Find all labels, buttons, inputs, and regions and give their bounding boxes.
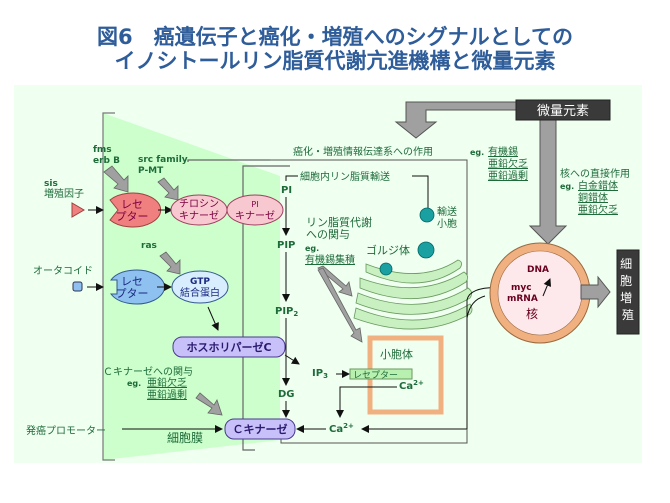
growth-factor-icon: [71, 202, 85, 218]
pi-label: PI: [281, 185, 292, 196]
nucleus-inner: [497, 250, 583, 336]
signal-item-2: 亜鉛欠乏: [488, 157, 528, 170]
nucleus-input-line-2: [466, 295, 486, 429]
membrane-outline-right: [242, 165, 290, 451]
intracellular-transport-label: 細胞内リン脂質輸送: [300, 170, 390, 183]
lipid-eg: eg.: [305, 244, 319, 253]
transport-vesicle-label: 輸送小胞: [437, 205, 457, 230]
er-receptor: [349, 368, 413, 380]
transport-line: [285, 175, 298, 181]
outcome-arrow: [580, 275, 611, 309]
gtp-protein-node: [171, 270, 229, 304]
golgi-label: ゴルジ体: [366, 243, 410, 257]
lipid-arrow-2: [317, 267, 363, 343]
autacoid-label: オータコイド: [33, 265, 93, 277]
transport-return-line: [412, 175, 429, 213]
nucleus-item-1: 白金錯体: [578, 179, 618, 192]
signal-action-label: 癌化・増殖情報伝達系への作用: [293, 145, 433, 158]
fms-arrow: [103, 165, 129, 193]
tyrosine-kinase-label: チロシンキナーゼ: [179, 198, 219, 222]
autacoid-icon: [72, 281, 83, 292]
signal-eg: eg.: [470, 148, 484, 157]
lipid-item: 有機錫集積: [305, 253, 355, 266]
trace-element-label: 微量元素: [537, 104, 589, 119]
growth-factor-label: 増殖因子: [44, 187, 84, 200]
fms-label: fms: [93, 145, 112, 155]
membrane-label: 細胞膜: [167, 431, 203, 445]
transport-vesicle-icon: [419, 207, 435, 223]
receptor1-shape: [109, 192, 162, 228]
ip3-label: IP3: [312, 368, 328, 380]
dna-label: DNA: [527, 265, 549, 275]
pi-kinase-node: [226, 194, 284, 226]
ras-arrow: [159, 251, 181, 275]
receptor2-label: レセプター: [116, 275, 149, 300]
mrna-to-dna-arrow: [542, 278, 552, 297]
myc-label: myc: [511, 283, 532, 293]
c-kinase-node: [224, 418, 296, 440]
dg-label: DG: [278, 389, 295, 400]
vesicle-body-label: 小胞体: [380, 347, 413, 361]
ckinase-note-eg: eg.: [127, 379, 141, 388]
gtp-to-plc-arrow: [207, 306, 219, 331]
signal-item-1: 有機錫: [488, 145, 518, 158]
ckinase-note-item1: 亜鉛欠乏: [147, 376, 187, 389]
phospholipase-c-node: [172, 336, 286, 358]
tumor-promoter-label: 発癌プロモーター: [26, 424, 106, 437]
nucleus-item-3: 亜鉛欠乏: [578, 203, 618, 216]
erbB-label: erb B: [93, 156, 120, 166]
src-family-label: src family: [138, 155, 188, 165]
cell-proliferation-box: [616, 249, 640, 335]
figure-title-line1: 図6 癌遺伝子と癌化・増殖へのシグナルとしての: [97, 25, 573, 49]
nucleus-eg: eg.: [560, 182, 574, 191]
ca-cytosol-label: Ca2+: [329, 422, 354, 435]
mrna-label: mRNA: [507, 294, 538, 304]
nucleus-direct-action-label: 核への直接作用: [560, 167, 630, 180]
pmt-label: P-MT: [138, 166, 164, 176]
golgi-small-vesicle-icon: [379, 262, 393, 276]
pip-label: PIP: [277, 240, 295, 251]
er-receptor-label: レセプター: [353, 370, 398, 381]
phospholipase-c-label: ホスホリパーゼC: [186, 340, 271, 354]
trace-element-arrow-down: [528, 117, 568, 245]
ca-release-arrow: [336, 386, 397, 418]
ckinase-note-arrow: [195, 392, 223, 416]
ckinase-note-item2: 亜鉛過剰: [147, 388, 187, 401]
ras-label: ras: [141, 241, 157, 251]
c-kinase-label: Ｃキナーゼ: [233, 422, 288, 436]
trace-element-box: [515, 99, 611, 121]
pip2-label: PIP2: [275, 306, 298, 318]
src-arrow: [157, 177, 179, 201]
trace-element-arrow-left: [394, 101, 521, 139]
lipid-metab-label: リン脂質代謝への関与: [306, 215, 372, 241]
receptor2-shape: [110, 269, 165, 305]
lipid-arrow-1: [317, 265, 353, 297]
ckinase-note-heading: Ｃキナーゼへの関与: [103, 366, 193, 378]
receptor1-label: レセプター: [116, 198, 149, 223]
golgi-apparatus: [353, 259, 473, 330]
signal-item-3: 亜鉛過剰: [488, 169, 528, 182]
ca-er-label: Ca2+: [399, 379, 424, 392]
membrane-outline-inner: [187, 159, 270, 162]
sis-label: sis: [44, 179, 58, 189]
plc-to-ip3-arrow: [284, 354, 300, 365]
nucleus-label: 核: [526, 307, 538, 321]
golgi-vesicle-icon: [417, 241, 435, 259]
vesicle-icons: [379, 207, 435, 276]
nucleus-item-2: 銅錯体: [578, 191, 608, 204]
cell-proliferation-label: 細 胞 増 殖: [620, 257, 636, 322]
figure-title-line2: イノシトールリン脂質代謝亢進機構と微量元素: [114, 49, 556, 73]
